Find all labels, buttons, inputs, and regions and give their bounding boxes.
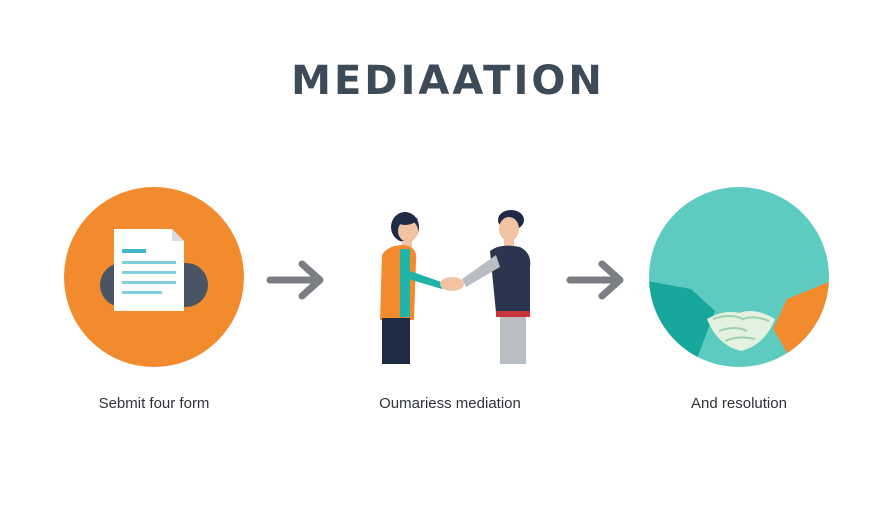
handshake-people-icon	[380, 210, 531, 364]
step-label-mediation: Oumariess mediation	[379, 395, 521, 412]
step-resolution	[647, 185, 831, 369]
step-label-submit: Sebmit four form	[98, 395, 210, 412]
arrow-right-icon	[266, 260, 324, 300]
handshake-icon	[649, 187, 829, 367]
arrow-right-icon	[566, 260, 624, 300]
document-icon	[64, 187, 244, 367]
step-submit-form	[62, 185, 246, 369]
step-mediation	[360, 205, 540, 365]
diagram-title: MEDIAATION	[291, 58, 605, 104]
step-label-resolution: And resolution	[691, 395, 787, 412]
